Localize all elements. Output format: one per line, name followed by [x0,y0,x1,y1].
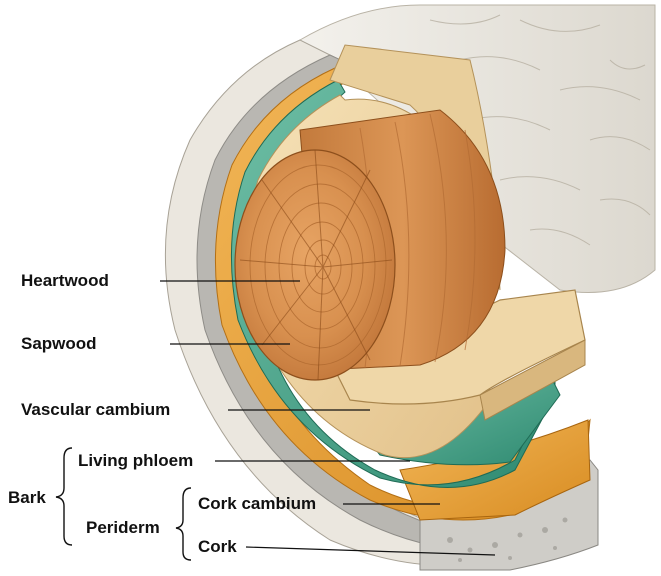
sapwood-slab-edge [479,339,586,421]
cork-label: Cork [198,537,237,556]
growth-rings [249,164,387,366]
living-phloem-label: Living phloem [78,451,194,470]
periderm-label: Periderm [86,518,160,537]
bark-label: Bark [8,488,46,507]
cork-leader [245,546,496,556]
cork-cambium-label: Cork cambium [198,494,317,513]
leader-lines [160,280,496,556]
sapwood-label: Sapwood [21,334,97,353]
vascular-cambium-label: Vascular cambium [21,400,171,419]
periderm-brace [175,487,192,561]
braces [55,447,192,561]
bark-brace [55,447,73,546]
wood-rays [239,149,393,381]
cork-texture [447,517,568,562]
heartwood-label: Heartwood [21,271,109,290]
